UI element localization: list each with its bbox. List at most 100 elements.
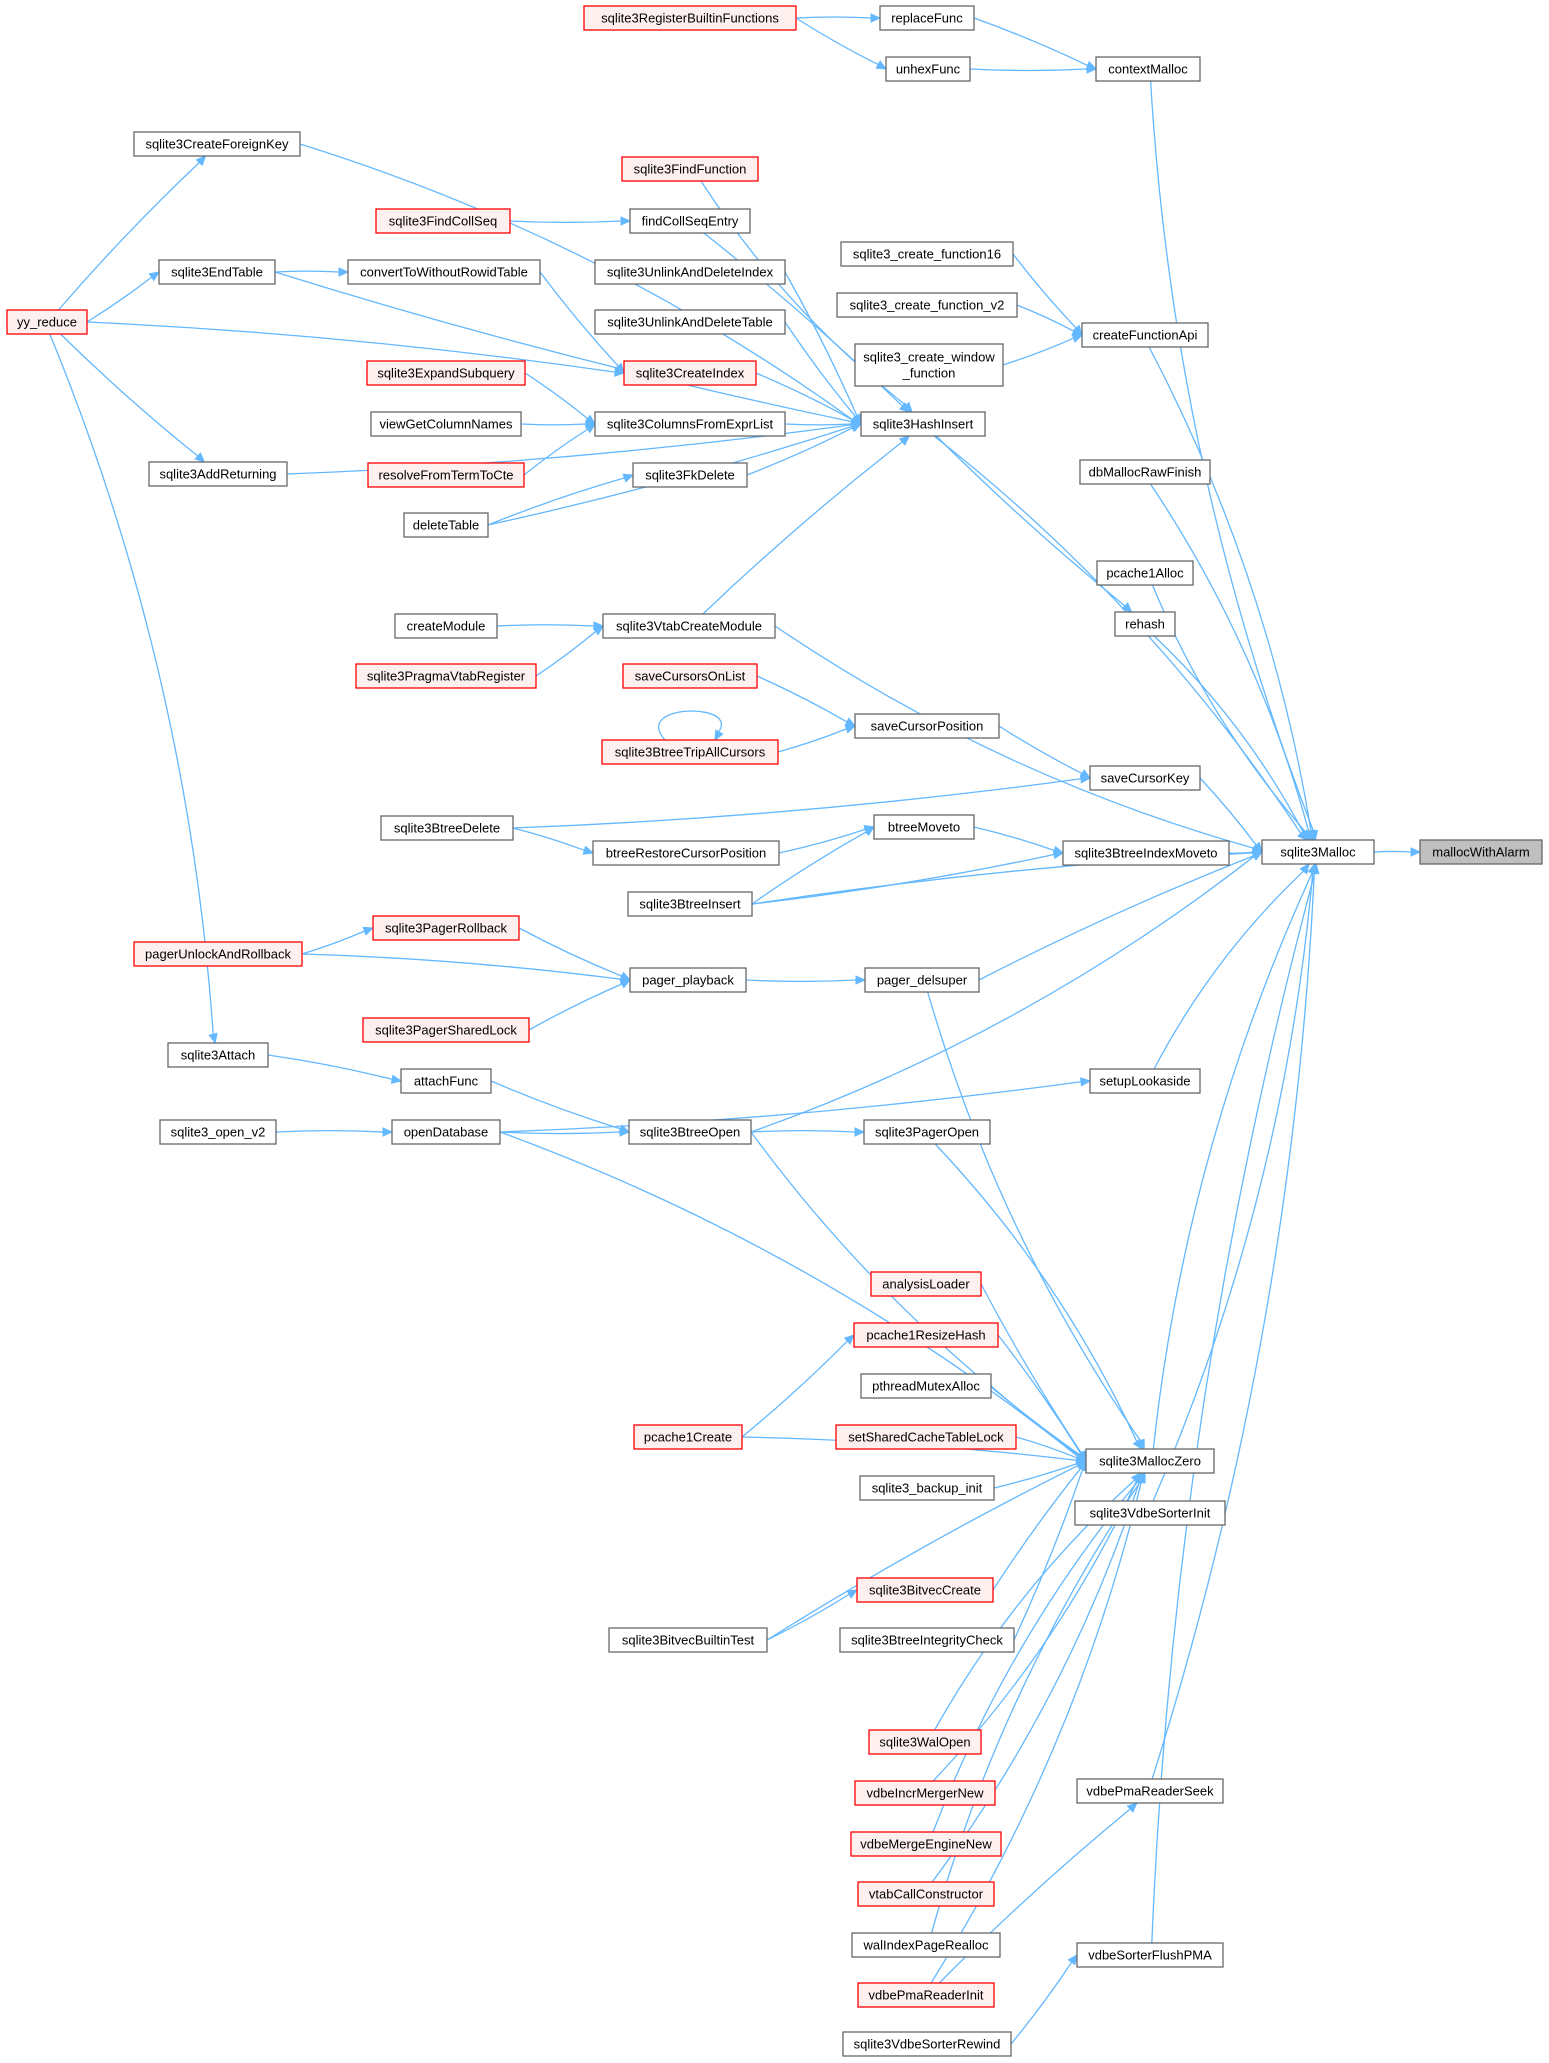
node-box bbox=[400, 1068, 492, 1094]
node-sqlite3-wal-open[interactable]: sqlite3WalOpen bbox=[868, 1729, 982, 1755]
node-sqlite3-expand-subquery[interactable]: sqlite3ExpandSubquery bbox=[366, 360, 526, 386]
edge-line bbox=[930, 1481, 1143, 1984]
node-pager-unlock-and-rollback[interactable]: pagerUnlockAndRollback bbox=[133, 941, 303, 967]
node-sqlite3-pager-rollback[interactable]: sqlite3PagerRollback bbox=[372, 915, 520, 941]
node-sqlite3-btree-insert[interactable]: sqlite3BtreeInsert bbox=[627, 891, 753, 917]
node-label: sqlite3VdbeSorterInit bbox=[1090, 1506, 1211, 1521]
edge-line bbox=[535, 630, 597, 677]
node-sqlite3-vdbe-sorter-rewind[interactable]: sqlite3VdbeSorterRewind bbox=[842, 2031, 1012, 2057]
node-sqlite3-unlink-and-delete-index[interactable]: sqlite3UnlinkAndDeleteIndex bbox=[594, 259, 786, 285]
node-pcache1-resize-hash[interactable]: pcache1ResizeHash bbox=[853, 1322, 999, 1348]
node-vdbe-merge-engine-new[interactable]: vdbeMergeEngineNew bbox=[850, 1831, 1002, 1857]
edge-line bbox=[755, 372, 854, 421]
node-find-coll-seq-entry[interactable]: findCollSeqEntry bbox=[629, 208, 751, 234]
node-setup-lookaside[interactable]: setupLookaside bbox=[1089, 1068, 1201, 1094]
node-sqlite3-create-function-v2[interactable]: sqlite3_create_function_v2 bbox=[836, 292, 1018, 318]
node-sqlite3-attach[interactable]: sqlite3Attach bbox=[167, 1042, 269, 1068]
node-db-malloc-raw-finish[interactable]: dbMallocRawFinish bbox=[1079, 459, 1211, 485]
node-convert-to-without-rowid-table[interactable]: convertToWithoutRowidTable bbox=[347, 259, 541, 285]
node-sqlite3-vdbe-sorter-init[interactable]: sqlite3VdbeSorterInit bbox=[1074, 1500, 1226, 1526]
arrowhead-icon bbox=[1080, 1077, 1092, 1087]
arrowhead-icon bbox=[592, 625, 604, 636]
node-pcache1-alloc[interactable]: pcache1Alloc bbox=[1096, 560, 1194, 586]
node-pcache1-create[interactable]: pcache1Create bbox=[633, 1424, 743, 1450]
node-pager-playback[interactable]: pager_playback bbox=[629, 967, 747, 993]
node-create-function-api[interactable]: createFunctionApi bbox=[1081, 322, 1209, 348]
edge-line bbox=[539, 271, 619, 367]
node-btree-moveto[interactable]: btreeMoveto bbox=[873, 814, 975, 840]
node-sqlite3-register-builtin-functions[interactable]: sqlite3RegisterBuiltinFunctions bbox=[583, 5, 797, 31]
node-sqlite3-malloc[interactable]: sqlite3Malloc bbox=[1261, 839, 1375, 865]
node-yy-reduce[interactable]: yy_reduce bbox=[6, 309, 88, 335]
node-malloc-with-alarm[interactable]: mallocWithAlarm bbox=[1419, 839, 1543, 865]
node-save-cursor-key[interactable]: saveCursorKey bbox=[1089, 765, 1201, 791]
edge-sqlite3-btree-open-to-sqlite3-malloc bbox=[750, 851, 1264, 1133]
node-sqlite3-pragma-vtab-register[interactable]: sqlite3PragmaVtabRegister bbox=[355, 663, 537, 689]
node-sqlite3-pager-open[interactable]: sqlite3PagerOpen bbox=[863, 1119, 991, 1145]
node-sqlite3-create-window-function[interactable]: sqlite3_create_window_function bbox=[854, 343, 1004, 387]
node-box bbox=[148, 461, 288, 487]
node-resolve-from-term-to-cte[interactable]: resolveFromTermToCte bbox=[367, 462, 525, 488]
node-rehash[interactable]: rehash bbox=[1114, 611, 1176, 637]
node-sqlite3-columns-from-expr-list[interactable]: sqlite3ColumnsFromExprList bbox=[594, 411, 786, 437]
node-unhex-func[interactable]: unhexFunc bbox=[885, 56, 971, 82]
node-label: sqlite3Malloc bbox=[1280, 845, 1356, 860]
node-sqlite3-find-function[interactable]: sqlite3FindFunction bbox=[621, 156, 759, 182]
node-sqlite3-find-coll-seq[interactable]: sqlite3FindCollSeq bbox=[375, 208, 511, 234]
node-sqlite3-end-table[interactable]: sqlite3EndTable bbox=[158, 259, 276, 285]
node-vdbe-pma-reader-seek[interactable]: vdbePmaReaderSeek bbox=[1076, 1778, 1224, 1804]
node-btree-restore-cursor-position[interactable]: btreeRestoreCursorPosition bbox=[592, 840, 780, 866]
node-sqlite3-open-v2[interactable]: sqlite3_open_v2 bbox=[159, 1119, 277, 1145]
node-sqlite3-unlink-and-delete-table[interactable]: sqlite3UnlinkAndDeleteTable bbox=[594, 309, 786, 335]
node-sqlite3-backup-init[interactable]: sqlite3_backup_init bbox=[859, 1475, 995, 1501]
node-sqlite3-bitvec-builtin-test[interactable]: sqlite3BitvecBuiltinTest bbox=[608, 1627, 768, 1653]
node-sqlite3-add-returning[interactable]: sqlite3AddReturning bbox=[148, 461, 288, 487]
arrowhead-icon bbox=[898, 435, 911, 446]
node-vdbe-incr-merger-new[interactable]: vdbeIncrMergerNew bbox=[854, 1780, 996, 1806]
node-sqlite3-vtab-create-module[interactable]: sqlite3VtabCreateModule bbox=[602, 613, 776, 639]
node-label: createModule bbox=[407, 619, 486, 634]
node-box bbox=[860, 411, 986, 437]
node-delete-table[interactable]: deleteTable bbox=[403, 512, 489, 538]
node-view-get-column-names[interactable]: viewGetColumnNames bbox=[370, 411, 522, 437]
node-vdbe-sorter-flush-pma[interactable]: vdbeSorterFlushPMA bbox=[1076, 1942, 1224, 1968]
node-pthread-mutex-alloc[interactable]: pthreadMutexAlloc bbox=[860, 1373, 992, 1399]
node-sqlite3-btree-delete[interactable]: sqlite3BtreeDelete bbox=[380, 815, 514, 841]
node-sqlite3-fk-delete[interactable]: sqlite3FkDelete bbox=[632, 462, 748, 488]
node-sqlite3-create-foreign-key[interactable]: sqlite3CreateForeignKey bbox=[133, 131, 301, 157]
edge-sqlite3-bitvec-builtin-test-to-sqlite3-bitvec-create bbox=[766, 1589, 859, 1641]
node-sqlite3-create-index[interactable]: sqlite3CreateIndex bbox=[623, 360, 757, 386]
node-replace-func[interactable]: replaceFunc bbox=[879, 5, 975, 31]
node-analysis-loader[interactable]: analysisLoader bbox=[870, 1271, 982, 1297]
node-attach-func[interactable]: attachFunc bbox=[400, 1068, 492, 1094]
node-save-cursor-position[interactable]: saveCursorPosition bbox=[854, 713, 1000, 739]
node-sqlite3-create-function16[interactable]: sqlite3_create_function16 bbox=[840, 241, 1014, 267]
arrowhead-icon bbox=[208, 1032, 218, 1045]
edge-line bbox=[777, 728, 847, 753]
node-open-database[interactable]: openDatabase bbox=[391, 1119, 501, 1145]
node-context-malloc[interactable]: contextMalloc bbox=[1095, 56, 1201, 82]
node-sqlite3-bitvec-create[interactable]: sqlite3BitvecCreate bbox=[856, 1577, 994, 1603]
node-pager-delsuper[interactable]: pager_delsuper bbox=[864, 967, 980, 993]
edge-pager-unlock-and-rollback-to-sqlite3-pager-rollback bbox=[301, 926, 375, 955]
node-sqlite3-malloc-zero[interactable]: sqlite3MallocZero bbox=[1085, 1448, 1215, 1474]
edge-line bbox=[528, 983, 623, 1031]
node-save-cursors-on-list[interactable]: saveCursorsOnList bbox=[622, 663, 758, 689]
arrowhead-icon bbox=[1296, 829, 1308, 841]
node-sqlite3-pager-shared-lock[interactable]: sqlite3PagerSharedLock bbox=[362, 1017, 530, 1043]
node-set-shared-cache-table-lock[interactable]: setSharedCacheTableLock bbox=[835, 1424, 1017, 1450]
node-label: sqlite3EndTable bbox=[171, 265, 263, 280]
node-sqlite3-btree-open[interactable]: sqlite3BtreeOpen bbox=[628, 1119, 752, 1145]
node-wal-index-page-realloc[interactable]: walIndexPageRealloc bbox=[851, 1932, 1001, 1958]
node-label: saveCursorPosition bbox=[871, 719, 984, 734]
node-box bbox=[1089, 1068, 1201, 1094]
node-sqlite3-btree-integrity-check[interactable]: sqlite3BtreeIntegrityCheck bbox=[839, 1627, 1015, 1653]
node-sqlite3-btree-index-moveto[interactable]: sqlite3BtreeIndexMoveto bbox=[1062, 840, 1230, 866]
edge-btree-restore-cursor-position-to-btree-moveto bbox=[778, 824, 876, 854]
node-sqlite3-btree-trip-all-cursors[interactable]: sqlite3BtreeTripAllCursors bbox=[601, 739, 779, 765]
node-create-module[interactable]: createModule bbox=[394, 613, 498, 639]
node-box bbox=[621, 156, 759, 182]
node-sqlite3-hash-insert[interactable]: sqlite3HashInsert bbox=[860, 411, 986, 437]
node-vtab-call-constructor[interactable]: vtabCallConstructor bbox=[857, 1881, 995, 1907]
node-vdbe-pma-reader-init[interactable]: vdbePmaReaderInit bbox=[857, 1982, 995, 2008]
